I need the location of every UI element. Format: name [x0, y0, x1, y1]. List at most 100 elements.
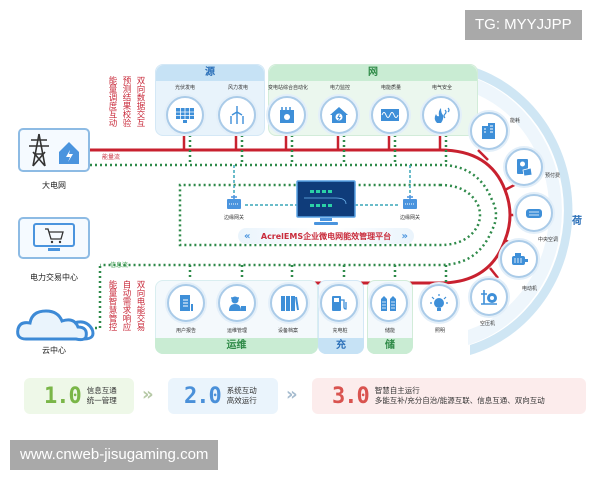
load-title: 荷 [572, 216, 582, 227]
step-1-line1: 信息互通 [86, 386, 117, 395]
energy-consumption-node[interactable] [470, 112, 508, 150]
substation-icon [280, 107, 294, 123]
platform-monitor[interactable] [296, 180, 356, 230]
step-2-text: 系统互动 高效运行 [227, 386, 257, 406]
step-2: 2.0 系统互动 高效运行 [168, 378, 278, 414]
node-label: 电动机 [522, 286, 538, 292]
waveform-icon [381, 109, 399, 121]
battery-storage-icon [381, 296, 396, 311]
archive-binders-icon [281, 296, 299, 311]
substation-node[interactable] [268, 96, 306, 134]
gateway-icon [403, 195, 417, 209]
node-label: 风力发电 [227, 85, 248, 91]
power-monitor-house-icon [330, 107, 348, 123]
cloud-icon [16, 309, 95, 342]
cloud-label: 云中心 [42, 346, 66, 355]
step-1-number: 1.0 [44, 383, 82, 409]
light-bulb-icon [430, 294, 448, 311]
node-label: 设备档案 [277, 328, 298, 334]
wind-turbine-icon [230, 106, 244, 124]
grid-title: 网 [269, 65, 477, 81]
motor-icon [512, 253, 528, 265]
wind-node[interactable] [218, 96, 256, 134]
chevron-right-icon: » [286, 384, 298, 405]
monitor-dashboard-icon [296, 180, 356, 225]
platform-banner[interactable]: « AcrelEMS企业微电网能效管理平台 » [238, 228, 414, 244]
step-3-line2: 多能互补/充分自治/能源互联、信息互通、双向互动 [374, 396, 545, 405]
fire-safety-icon [434, 107, 450, 123]
power-monitor-node[interactable] [320, 96, 358, 134]
node-label: 空压机 [480, 321, 496, 327]
central-ac-node[interactable] [515, 194, 553, 232]
prepaid-node[interactable] [505, 148, 543, 186]
bottom-annotations: 双向电能交易 自动需求响应 能量智慧管控 [107, 280, 145, 331]
chevron-left-icon: « [244, 230, 251, 242]
gateway-label-left: 边缘网关 [223, 215, 244, 221]
shopping-cart-monitor-icon [33, 223, 75, 251]
annotation-2: 预测结果校验 [121, 76, 131, 127]
gateway-icon [227, 195, 241, 209]
node-label: 运维管理 [226, 328, 247, 334]
big-grid-box [18, 128, 90, 172]
step-1: 1.0 信息互通 统一管理 [24, 378, 134, 414]
node-label: 光伏发电 [174, 85, 195, 91]
charging-pile-node[interactable] [320, 284, 358, 322]
annotation-1: 双向数据交互 [135, 76, 145, 127]
big-grid-label: 大电网 [42, 181, 66, 190]
equipment-archive-node[interactable] [270, 284, 308, 322]
step-3: 3.0 智慧自主运行 多能互补/充分自治/能源互联、信息互通、双向互动 [312, 378, 586, 414]
charging-station-icon [332, 296, 347, 311]
building-icon [482, 123, 495, 139]
info-flow-label: 信息流 [110, 262, 129, 269]
energy-storage-node[interactable] [370, 284, 408, 322]
chevron-right-icon: » [142, 384, 154, 405]
node-label: 中央空调 [538, 237, 559, 243]
node-label: 变电站综合自动化 [267, 85, 308, 91]
node-label: 照明 [434, 328, 445, 334]
motor-node[interactable] [500, 240, 538, 278]
step-2-line1: 系统互动 [226, 386, 257, 395]
annotation-3: 能量调度互动 [107, 76, 117, 127]
edge-gateway-right[interactable] [402, 194, 418, 214]
annotation-5: 自动需求响应 [121, 280, 131, 331]
platform-title: AcrelEMS企业微电网能效管理平台 [260, 231, 392, 241]
edge-gateway-left[interactable] [226, 194, 242, 214]
charge-title: 充 [318, 338, 364, 354]
trading-center-box [18, 217, 90, 259]
air-conditioner-icon [526, 209, 542, 218]
node-label: 电力监控 [329, 85, 350, 91]
step-2-number: 2.0 [184, 383, 222, 409]
source-title: 源 [156, 65, 264, 81]
step-1-text: 信息互通 统一管理 [87, 386, 117, 406]
node-label: 电气安全 [431, 85, 452, 91]
top-annotations: 双向数据交互 预测结果校验 能量调度互动 [107, 76, 145, 127]
chevron-right-icon: » [401, 230, 408, 242]
solar-panel-icon [176, 108, 194, 123]
storage-title: 储 [367, 338, 413, 354]
air-compressor-node[interactable] [470, 278, 508, 316]
energy-flow-label: 能量流 [102, 154, 121, 161]
trading-center-label: 电力交易中心 [30, 273, 78, 282]
air-compressor-icon [481, 290, 497, 305]
maintenance-worker-icon [229, 296, 246, 311]
ops-management-node[interactable] [218, 284, 256, 322]
transmission-tower-house-icon [29, 133, 79, 167]
electrical-safety-node[interactable] [422, 96, 460, 134]
prepaid-card-icon [517, 159, 533, 177]
solar-node[interactable] [166, 96, 204, 134]
power-quality-node[interactable] [371, 96, 409, 134]
node-label: 充电桩 [332, 328, 348, 334]
gateway-label-right: 边缘网关 [399, 215, 420, 221]
cloud-box [14, 305, 98, 347]
annotation-6: 能量智慧管控 [107, 280, 117, 331]
step-3-text: 智慧自主运行 多能互补/充分自治/能源互联、信息互通、双向互动 [375, 386, 545, 406]
annotation-4: 双向电能交易 [135, 280, 145, 331]
user-report-node[interactable] [167, 284, 205, 322]
step-2-line2: 高效运行 [226, 396, 257, 405]
report-icon [180, 295, 193, 311]
step-3-line1: 智慧自主运行 [374, 386, 420, 395]
node-label: 储能 [384, 328, 395, 334]
lighting-node[interactable] [420, 284, 458, 322]
node-label: 能耗 [510, 118, 521, 124]
